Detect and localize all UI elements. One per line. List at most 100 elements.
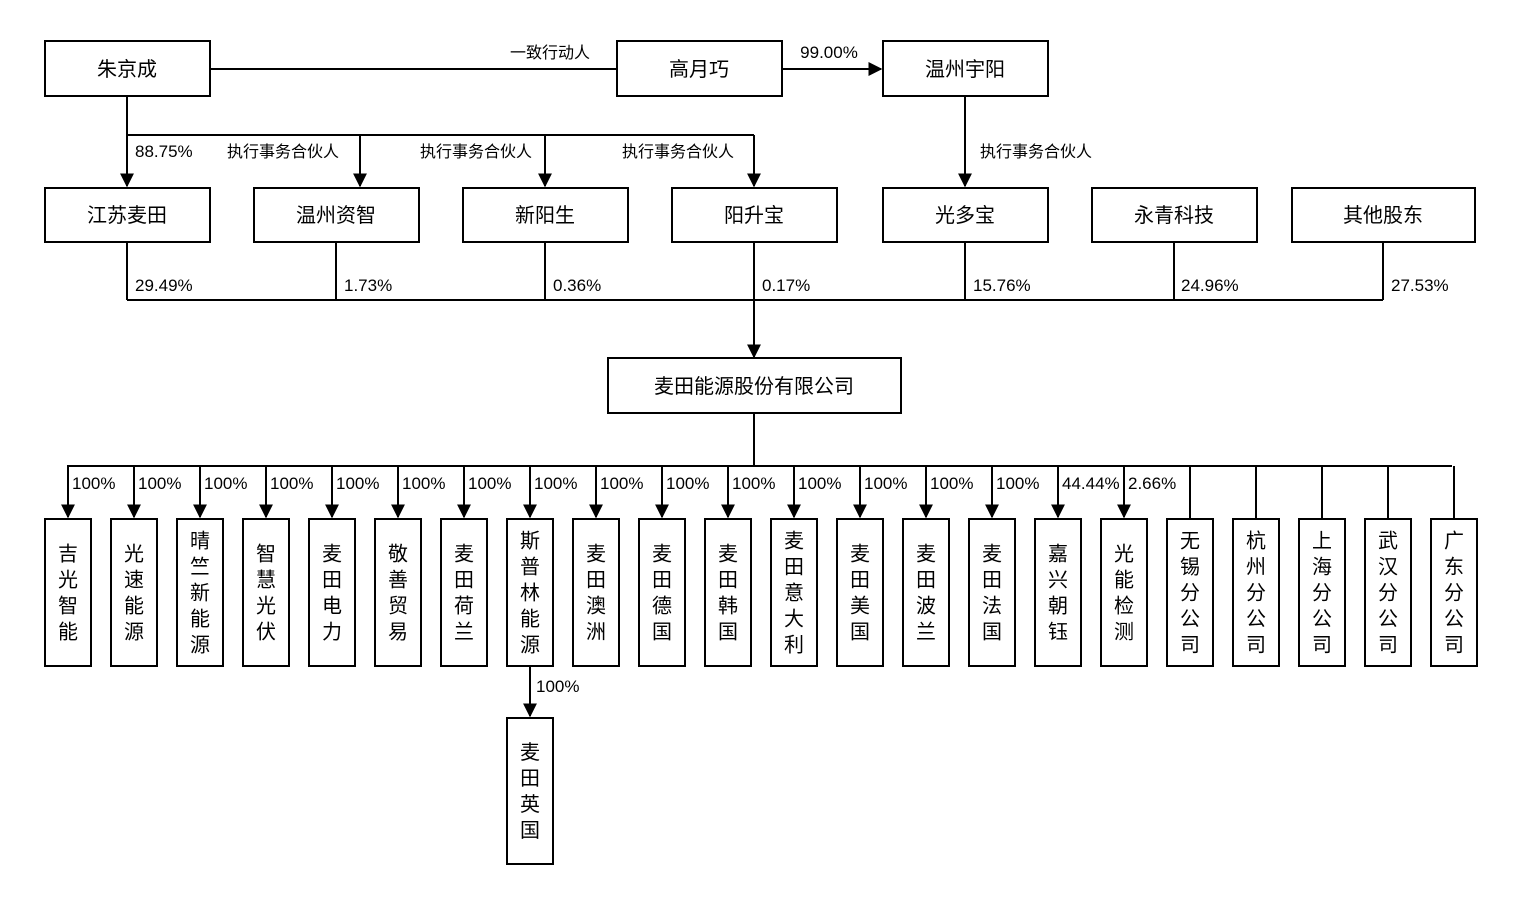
subsidiary-box bbox=[1430, 518, 1478, 667]
gp-label: 执行事务合伙人 bbox=[622, 142, 734, 161]
subsidiary-box bbox=[770, 518, 818, 667]
subsidiary-node: 上海分公司 bbox=[1298, 466, 1346, 667]
subsidiary-box bbox=[242, 518, 290, 667]
node-label: 其他股东 bbox=[1343, 203, 1423, 227]
node-label: 高月巧 bbox=[669, 57, 729, 81]
holding-pct: 24.96% bbox=[1181, 276, 1239, 295]
node-label: 江苏麦田 bbox=[87, 203, 167, 227]
subsidiaries: 吉光智能100%光速能源100%晴竺新能源100%智慧光伏100%麦田电力100… bbox=[44, 466, 1478, 667]
node-label: 光多宝 bbox=[935, 203, 995, 227]
subsidiary-node: 武汉分公司 bbox=[1364, 466, 1412, 667]
subsidiary-name: 麦田英国 bbox=[520, 740, 540, 842]
subsidiary-box bbox=[308, 518, 356, 667]
subsidiary-name: 武汉分公司 bbox=[1378, 529, 1398, 657]
subsidiary-name: 晴竺新能源 bbox=[190, 529, 210, 657]
subsidiary-name: 光速能源 bbox=[124, 542, 144, 644]
subsidiary-name: 光能检测 bbox=[1114, 542, 1134, 644]
concert-label: 一致行动人 bbox=[510, 43, 590, 62]
subsidiary-box bbox=[968, 518, 1016, 667]
subsidiary-name: 麦田波兰 bbox=[916, 542, 936, 644]
subsidiary-node: 晴竺新能源 100% bbox=[176, 466, 247, 667]
subsidiary-pct: 100% bbox=[864, 474, 907, 493]
subsidiary-node: 麦田韩国 100% bbox=[704, 466, 775, 667]
holding-pct: 27.53% bbox=[1391, 276, 1449, 295]
node-gao-yueqiao: 高月巧 bbox=[616, 40, 783, 97]
subsidiary-pct: 44.44% bbox=[1062, 474, 1120, 493]
subsidiary-box bbox=[110, 518, 158, 667]
subsidiary-pct: 100% bbox=[138, 474, 181, 493]
node-label: 朱京成 bbox=[97, 57, 157, 81]
subsidiary-node: 麦田意大利 100% bbox=[770, 466, 841, 667]
subsidiary-box bbox=[176, 518, 224, 667]
subsidiary-name: 麦田法国 bbox=[982, 542, 1002, 644]
subsidiary-name: 麦田意大利 bbox=[784, 529, 804, 657]
subsidiary-box bbox=[704, 518, 752, 667]
subsidiary-pct: 100% bbox=[666, 474, 709, 493]
gp-label: 执行事务合伙人 bbox=[420, 142, 532, 161]
subsidiary-node: 光速能源 100% bbox=[110, 466, 181, 667]
subsidiary-node: 吉光智能 100% bbox=[44, 466, 115, 667]
subsidiary-pct: 100% bbox=[996, 474, 1039, 493]
subsidiary-box bbox=[1034, 518, 1082, 667]
gao-to-yuyang-pct: 99.00% bbox=[800, 43, 858, 62]
subsidiary-pct: 100% bbox=[72, 474, 115, 493]
holding-pct: 1.73% bbox=[344, 276, 392, 295]
node-wenzhou-yuyang: 温州宇阳 bbox=[882, 40, 1049, 97]
subsidiary-node: 麦田法国 100% bbox=[968, 466, 1039, 667]
subsidiary-name: 敬善贸易 bbox=[388, 542, 408, 644]
holding-pct: 15.76% bbox=[973, 276, 1031, 295]
subsidiary-pct: 100% bbox=[204, 474, 247, 493]
subsidiary-box bbox=[1364, 518, 1412, 667]
connectors bbox=[67, 62, 1452, 718]
zhu-to-jiangsu-pct: 88.75% bbox=[135, 142, 193, 161]
subsidiary-pct: 100% bbox=[468, 474, 511, 493]
subsidiary-name: 广东分公司 bbox=[1444, 529, 1464, 657]
company-name: 麦田能源股份有限公司 bbox=[654, 374, 854, 398]
subsidiary-name: 智慧光伏 bbox=[256, 542, 276, 644]
subsidiary-name: 麦田德国 bbox=[652, 542, 672, 644]
subsidiary-name: 吉光智能 bbox=[58, 542, 78, 644]
node-maitian-uk: 麦田英国 bbox=[506, 717, 554, 865]
subsidiary-pct: 100% bbox=[798, 474, 841, 493]
holding-pct: 29.49% bbox=[135, 276, 193, 295]
subsidiary-box bbox=[506, 518, 554, 667]
node-xinyangsheng: 新阳生 bbox=[462, 187, 629, 243]
subsidiary-name: 麦田韩国 bbox=[718, 542, 738, 644]
subsidiary-box bbox=[1298, 518, 1346, 667]
node-zhu-jingcheng: 朱京成 bbox=[44, 40, 211, 97]
subsidiary-box bbox=[1166, 518, 1214, 667]
subsidiary-name: 斯普林能源 bbox=[520, 529, 540, 657]
subsidiary-box bbox=[44, 518, 92, 667]
node-guangduobao: 光多宝 bbox=[882, 187, 1049, 243]
subsidiary-node: 麦田德国 100% bbox=[638, 466, 709, 667]
node-jiangsu-maitian: 江苏麦田 bbox=[44, 187, 211, 243]
subsidiary-box bbox=[1232, 518, 1280, 667]
subsidiary-box bbox=[572, 518, 620, 667]
subsidiary-name: 麦田澳洲 bbox=[586, 542, 606, 644]
springs-to-uk-pct: 100% bbox=[536, 677, 579, 696]
holding-pct: 0.17% bbox=[762, 276, 810, 295]
node-label: 温州资智 bbox=[296, 203, 376, 227]
subsidiary-name: 麦田电力 bbox=[322, 542, 342, 644]
subsidiary-node: 智慧光伏 100% bbox=[242, 466, 313, 667]
node-company: 麦田能源股份有限公司 bbox=[607, 357, 902, 414]
subsidiary-pct: 100% bbox=[270, 474, 313, 493]
gp-label: 执行事务合伙人 bbox=[980, 142, 1092, 161]
node-label: 阳升宝 bbox=[724, 203, 784, 227]
subsidiary-pct: 100% bbox=[732, 474, 775, 493]
node-yongqing-keji: 永青科技 bbox=[1091, 187, 1258, 243]
subsidiary-box bbox=[902, 518, 950, 667]
subsidiary-box bbox=[638, 518, 686, 667]
subsidiary-pct: 100% bbox=[534, 474, 577, 493]
node-label: 温州宇阳 bbox=[925, 57, 1005, 81]
subsidiary-name: 无锡分公司 bbox=[1180, 529, 1200, 657]
subsidiary-pct: 100% bbox=[402, 474, 445, 493]
node-label: 新阳生 bbox=[515, 203, 575, 227]
gp-label: 执行事务合伙人 bbox=[227, 142, 339, 161]
